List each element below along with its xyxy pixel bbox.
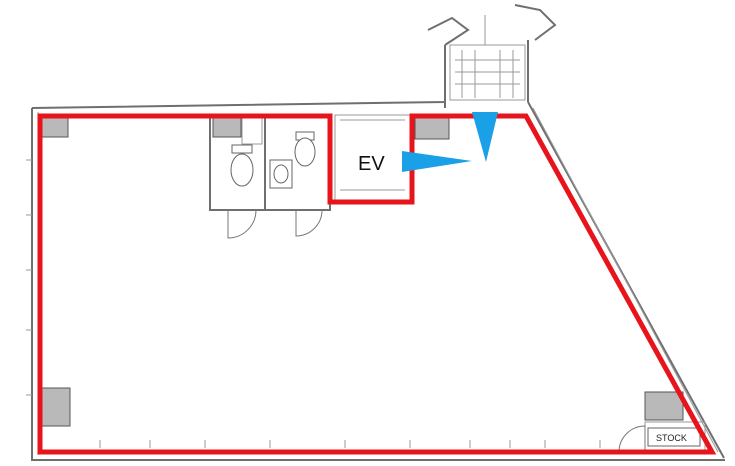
column-top-right — [414, 114, 450, 140]
building-walls — [26, 88, 725, 461]
door-swing-icon — [618, 425, 646, 453]
stock-room: STOCK — [618, 421, 706, 453]
stair-icon — [461, 50, 514, 98]
toilet-icon — [230, 144, 254, 187]
columns — [39, 114, 684, 427]
column-bottom-right — [644, 391, 684, 421]
entrance-arrow-left-icon — [402, 151, 472, 172]
entrance-arrows — [402, 112, 498, 172]
entrance-arrow-down-icon — [472, 112, 498, 162]
ev-label: EV — [358, 153, 385, 175]
column-bottom-left — [39, 387, 71, 427]
stair-core — [427, 4, 557, 108]
tenant-area-outline — [37, 113, 717, 455]
door-swing-icon — [227, 209, 323, 239]
sink-icon — [269, 159, 293, 189]
stock-label: STOCK — [656, 433, 687, 443]
toilet-icon — [294, 131, 316, 167]
